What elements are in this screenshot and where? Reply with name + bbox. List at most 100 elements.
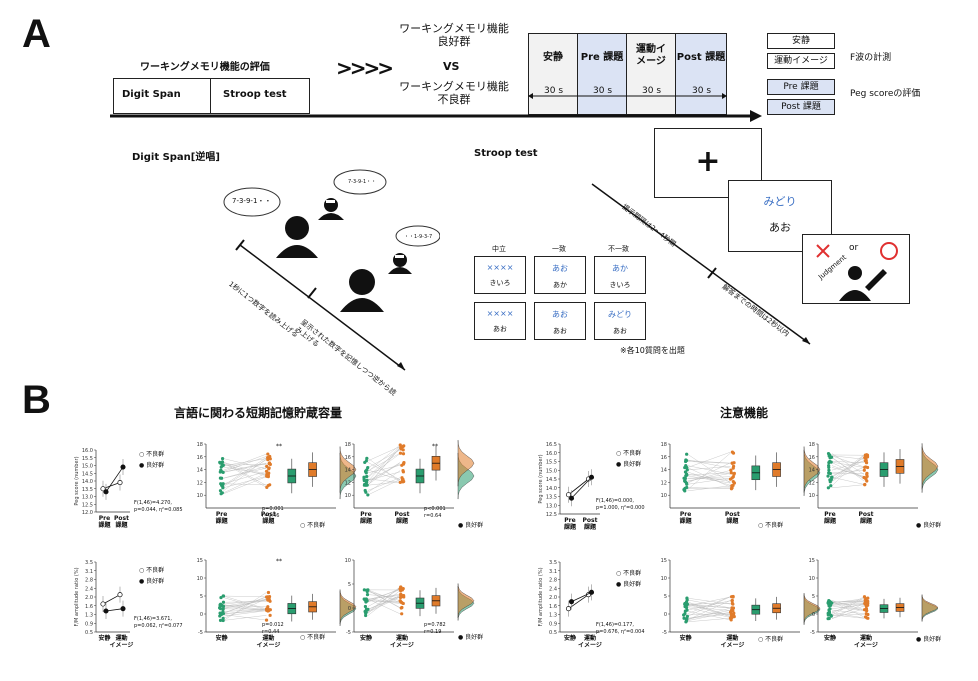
legend-poor-label: 不良群 [307,634,326,641]
y-tick-label: -5 [662,630,667,636]
y-tick-label: 12.0 [82,510,93,516]
paired-line [687,462,731,484]
y-tick-label: 18 [197,442,203,448]
paired-line [367,600,401,604]
left-peg-p2: p<0.001 r=0.64 [424,506,446,520]
post-point [401,594,405,598]
paired-line [367,600,401,602]
post-point [398,451,403,455]
stroop-card-top: あお [552,264,568,273]
phase-imagery-label: 運動イメージ [636,44,666,67]
pre-point [826,486,830,490]
x-tick-label: 課題 [98,521,111,529]
left-charts: 12.012.513.013.514.014.515.015.516.0Peg … [74,439,475,649]
post-point [863,465,867,469]
data-point [103,608,109,614]
density-post [921,443,939,490]
paired-line [223,483,267,486]
y-tick-label: 12 [809,480,815,486]
paired-line [687,600,731,611]
pre-point [218,489,223,493]
paired-line [367,593,401,600]
phase-rest-label: 安静 [543,52,563,63]
legend-poor-right-2: ○ 不良群 [616,570,642,577]
pre-point [365,593,370,597]
y-axis-label: Peg score (number) [74,456,80,505]
stat-line: p=0.782 [424,622,446,628]
paired-line [367,449,401,468]
legend-fwave: F波の計測 [850,53,892,63]
legend-good-label: 良好群 [623,581,642,588]
legend-imagery-label: 運動イメージ [774,56,828,66]
stroop-card: あお あお [534,302,586,340]
y-tick-label: 14 [197,468,203,474]
left-fm-individual-chart-2: -50510安静運動イメージ [345,558,475,649]
stroop-card-bottom: あお [613,327,627,335]
paired-line [223,466,267,479]
paired-line [223,464,267,476]
x-tick-label: Post [395,511,410,518]
y-tick-label: 5 [200,594,203,600]
data-point [565,606,572,612]
y-tick-label: 5 [664,594,667,600]
density-post [921,594,939,621]
pre-point [827,471,831,475]
post-point [266,483,270,488]
series-line [568,594,589,609]
y-tick-label: 18 [345,442,351,448]
legend-poor-right: ○ 不良群 [616,450,642,457]
post-point [729,468,733,472]
stat-line: r=0.19 [424,629,442,635]
paired-line [687,596,731,617]
y-tick-label: 10 [809,576,815,582]
pre-point [684,600,689,604]
stroop-card-bottom: きいろ [489,279,511,287]
y-tick-label: 16 [345,455,351,461]
data-point [568,599,575,605]
stroop-card-top: あか [612,264,628,273]
pre-point [363,598,367,602]
paired-line [831,605,865,611]
paired-line [831,601,865,618]
y-tick-label: 14.5 [82,471,93,477]
phase-post: Post 課題 [675,33,727,115]
paired-line [367,588,401,603]
group-good-line2: 良好群 [437,35,471,48]
pre-point [218,470,222,474]
progress-arrows: >>>> [336,56,394,80]
paired-line [831,603,865,606]
paired-line [223,462,267,473]
legend-post: Post 課題 [767,99,835,115]
x-tick-label: 安静 [564,634,576,642]
y-tick-label: 1.3 [85,613,93,619]
pre-point [219,602,223,606]
data-point [568,495,575,501]
pre-point [218,618,223,622]
pre-point [684,464,688,468]
legend-good-label: 良好群 [146,462,165,469]
post-point [729,487,734,491]
pre-point [364,480,369,485]
stat-line: p=0.012 [262,622,284,628]
x-tick-label: Pre [216,511,227,518]
phase-rest: 安静 [528,33,578,115]
timeline-arrow [110,93,762,122]
paired-line [687,452,731,490]
stat-line: p=1.000, η²=0.000 [596,505,645,511]
post-point [266,452,270,456]
phase-pre: Pre 課題 [577,33,627,115]
y-tick-label: 15.0 [546,468,557,474]
paired-line [367,479,401,496]
paired-line [831,455,865,468]
stroop-card-bottom: きいろ [609,281,631,289]
stat-line: F(1,46)=3.671, [134,616,173,622]
post-point [401,469,405,473]
x-tick-label: 運動 [396,634,408,642]
pre-point [685,452,689,456]
pre-point [221,611,226,616]
post-point [268,608,272,612]
paired-line [223,599,267,609]
pre-point [827,604,831,608]
y-tick-label: 10 [197,493,203,499]
person-icon-4 [388,253,412,274]
